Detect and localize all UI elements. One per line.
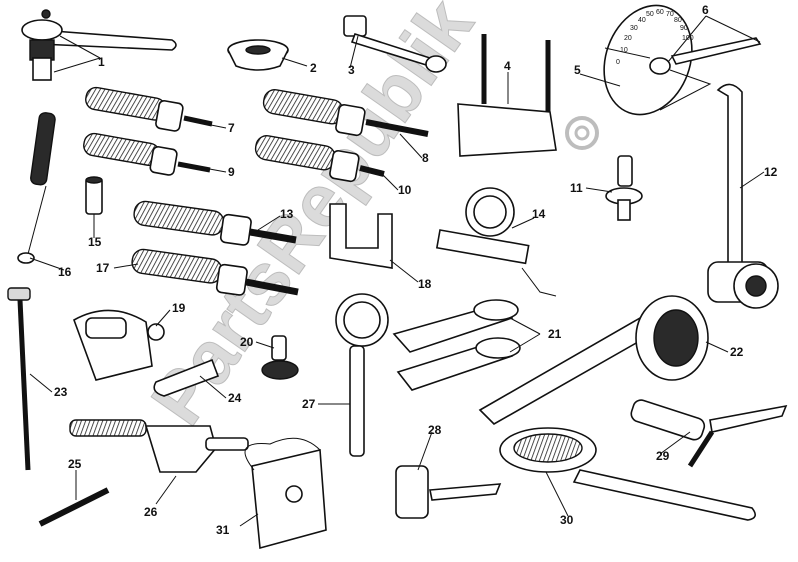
tool-5-degree-wheel: [603, 4, 762, 116]
tool-9-puller: [83, 132, 211, 176]
scale-50: 50: [646, 11, 654, 18]
tool-28-holder-plate: [395, 465, 502, 519]
callout-8: 8: [422, 151, 429, 165]
tool-30-ring-holder: [499, 427, 756, 521]
tool-4-stud-bracket: [457, 34, 557, 157]
callout-26: 26: [144, 505, 158, 519]
scale-70: 70: [666, 11, 674, 18]
callout-9: 9: [228, 165, 235, 179]
tool-25-punch: [38, 487, 110, 527]
tool-10-puller: [254, 135, 385, 183]
scale-60: 60: [656, 9, 664, 16]
callout-24: 24: [228, 391, 242, 405]
callout-29: 29: [656, 449, 670, 463]
callout-21: 21: [548, 327, 562, 341]
tool-21-dual-spanners: [392, 299, 521, 391]
scale-20: 20: [624, 35, 632, 42]
callout-16: 16: [58, 265, 72, 279]
callout-15: 15: [88, 235, 102, 249]
tool-23-threaded-bar: [7, 287, 31, 471]
tool-2-cup-socket: [227, 39, 289, 71]
tool-1-pin-wrench: [21, 9, 177, 81]
callout-1: 1: [98, 55, 105, 69]
tool-24-drift: [153, 358, 220, 397]
callout-19: 19: [172, 301, 186, 315]
callout-25: 25: [68, 457, 82, 471]
callout-27: 27: [302, 397, 316, 411]
tool-3-offset-spanner: [343, 15, 447, 73]
tool-27-bore-gauge: [335, 293, 389, 457]
scale-100: 100: [682, 35, 694, 42]
scale-90: 90: [680, 25, 688, 32]
callout-leaders: [29, 15, 765, 527]
callout-3: 3: [348, 63, 355, 77]
scale-40: 40: [638, 17, 646, 24]
callout-20: 20: [240, 335, 254, 349]
tool-8-puller: [262, 89, 429, 137]
callout-5: 5: [574, 63, 581, 77]
callout-4: 4: [504, 59, 511, 73]
tool-12-hook-spanner: [707, 83, 779, 309]
callout-22: 22: [730, 345, 744, 359]
callout-28: 28: [428, 423, 442, 437]
callout-30: 30: [560, 513, 574, 527]
callout-12: 12: [764, 165, 778, 179]
tool-15-socket: [85, 176, 103, 215]
callout-7: 7: [228, 121, 235, 135]
tool-17-puller: [131, 248, 299, 296]
callout-6: 6: [702, 3, 709, 17]
callout-14: 14: [532, 207, 546, 221]
tool-7-puller: [85, 86, 213, 132]
callout-31: 31: [216, 523, 230, 537]
callout-10: 10: [398, 183, 412, 197]
callout-11: 11: [570, 181, 583, 195]
tool-13-puller: [133, 200, 297, 246]
callout-2: 2: [310, 61, 317, 75]
tool-19-vacuum-gauge: [73, 309, 165, 381]
tool-26-press-tool: [69, 419, 249, 473]
scale-10: 10: [620, 47, 628, 54]
callout-17: 17: [96, 261, 110, 275]
scale-0: 0: [616, 59, 620, 66]
callout-numbers: 1 2 3 4 5 6 7 8 9 10 11 12 13 14 15 16 1…: [54, 3, 778, 537]
tool-18-frame-bracket: [329, 203, 393, 269]
callout-13: 13: [280, 207, 294, 221]
tool-22-ring-spanner: [478, 295, 709, 425]
tool-11-gauge-valve: [605, 155, 643, 221]
tool-20-bush-tool: [261, 335, 299, 380]
degree-wheel-scale: 0 10 20 30 40 50 60 70 80 90 100: [616, 9, 694, 66]
scale-80: 80: [674, 17, 682, 24]
tool-14-dial-indicator: [435, 187, 557, 297]
watermark-gear-icon: [565, 116, 599, 150]
callout-23: 23: [54, 385, 68, 399]
tool-16-l-tool: [17, 112, 56, 264]
scale-30: 30: [630, 25, 638, 32]
tool-29-extractor: [630, 399, 788, 468]
callout-18: 18: [418, 277, 432, 291]
tool-31-control-box: [244, 437, 327, 550]
